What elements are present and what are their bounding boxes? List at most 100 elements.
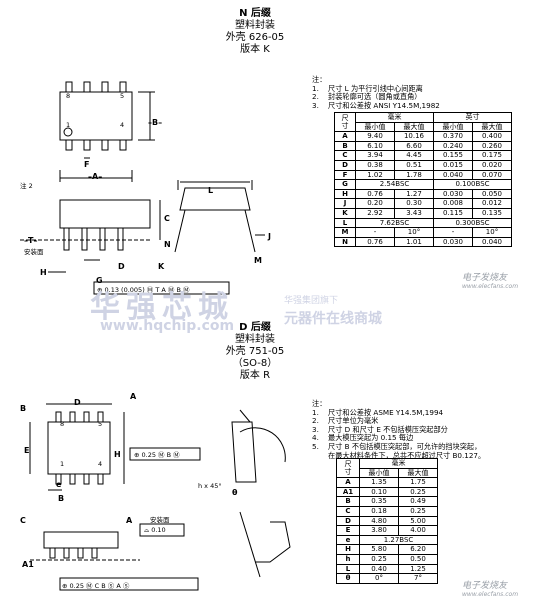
d-d-label: D	[74, 398, 81, 407]
table-cell: 0.51	[394, 159, 434, 171]
b-datum-label: –B–	[148, 118, 163, 127]
table-cell: 0.20	[355, 198, 395, 209]
c-dim-label: C	[164, 214, 170, 223]
table-cell: A1	[336, 486, 360, 498]
table-cell: 0.100BSC	[433, 179, 512, 190]
mount-plane-n: 安装面	[24, 248, 44, 256]
table-cell: 3.80	[359, 525, 399, 536]
table-cell: 0.260	[472, 140, 512, 152]
note-n-3: 3.尺寸和公差按 ANSI Y14.5M,1982	[312, 100, 440, 110]
table-cell: 0.18	[359, 505, 399, 517]
table-cell: 0.020	[472, 159, 512, 171]
table-n-dim-header: 尺 寸	[334, 111, 356, 133]
table-cell: -	[355, 227, 395, 238]
table-d-mm-header: 毫米	[359, 458, 438, 469]
d-c-label: C	[20, 516, 26, 525]
table-cell: 1.75	[398, 477, 438, 488]
table-cell: L	[334, 217, 356, 229]
table-cell: 7.62BSC	[355, 217, 434, 229]
table-cell: B	[334, 140, 356, 152]
note-d-3: 3.尺寸 D 和尺寸 E 不包括模压突起部分	[312, 424, 448, 434]
dip-top-body	[59, 91, 133, 141]
d-tol3: ⊕ 0.25 Ⓜ C B Ⓢ A Ⓢ	[62, 582, 130, 590]
table-cell: 9.40	[355, 131, 395, 142]
table-cell: 0.115	[433, 207, 473, 219]
table-cell: D	[336, 515, 360, 527]
table-cell: 5.80	[359, 544, 399, 555]
table-cell: 10.16	[394, 131, 434, 142]
table-cell: 0.76	[355, 188, 395, 200]
table-cell: 0.25	[398, 505, 438, 517]
table-cell: h	[336, 553, 360, 565]
table-cell: 0.370	[433, 131, 473, 142]
table-cell: 1.01	[394, 236, 434, 248]
section-d-case: 外壳 751-05	[225, 346, 285, 357]
table-cell: M	[334, 227, 356, 238]
d-pin4-label: 4	[98, 460, 103, 468]
table-n-max-mm: 最大值	[394, 121, 434, 133]
table-cell: 0.135	[472, 207, 512, 219]
table-cell: 0.49	[398, 496, 438, 507]
table-cell: 6.10	[355, 140, 395, 152]
watermark-elecfans-1: 电子发烧友 www.elecfans.com	[462, 273, 519, 290]
notes-d: 注： 1.尺寸和公差按 ASME Y14.5M,1994 2.尺寸单位为毫米 3…	[312, 399, 534, 460]
d-tol1: ⊕ 0.25 Ⓜ B Ⓜ	[134, 451, 180, 459]
section-n-suffix: N 后缀	[239, 8, 271, 19]
table-cell: 0.030	[433, 188, 473, 200]
note2-label: 注 2	[20, 182, 33, 190]
table-cell: J	[334, 198, 356, 209]
tolerance-frame-n: ⊕ 0.13 (0.005) Ⓜ T A Ⓜ B Ⓜ	[97, 286, 190, 294]
table-cell: 0.76	[355, 236, 395, 248]
pin1-dot	[63, 127, 73, 137]
table-cell: 10°	[472, 227, 512, 238]
dip8-drawing	[20, 81, 265, 295]
table-cell: 0.050	[472, 188, 512, 200]
table-cell: 0.070	[472, 169, 512, 181]
table-cell: G	[334, 179, 356, 190]
table-cell: 0°	[359, 573, 399, 584]
table-cell: 4.00	[398, 525, 438, 536]
table-cell: 0.25	[359, 553, 399, 565]
d-theta-label: θ	[232, 488, 238, 497]
note-d-5b: 在最大材料条件下，总共不应超过尺寸 B0.127。	[328, 450, 486, 460]
table-cell: 6.60	[394, 140, 434, 152]
so8-top-body	[47, 421, 111, 475]
k-dim-label: K	[158, 262, 165, 271]
a-datum-label: –A–	[88, 172, 103, 181]
table-cell: 0.008	[433, 198, 473, 209]
n-dim-label: N	[164, 240, 171, 249]
table-cell: 1.78	[394, 169, 434, 181]
section-n-case: 外壳 626-05	[225, 32, 285, 43]
table-row: M-10°-10°	[334, 227, 512, 238]
table-cell: 10°	[394, 227, 434, 238]
table-cell: 4.80	[359, 515, 399, 527]
table-cell: 0.040	[472, 236, 512, 248]
pin1-label: 1	[66, 121, 71, 129]
section-n-revision: 版本 K	[240, 44, 270, 55]
table-cell: 3.94	[355, 150, 395, 161]
section-d-so8: （SO-8）	[232, 358, 278, 369]
table-cell: -	[433, 227, 473, 238]
table-cell: 0.40	[359, 563, 399, 575]
table-cell: 2.54BSC	[355, 179, 434, 190]
table-cell: H	[336, 544, 360, 555]
table-d-dim-header: 尺 寸	[336, 457, 360, 479]
table-cell: 0.400	[472, 131, 512, 142]
notes-n-heading: 注：	[312, 75, 327, 84]
table-cell: H	[334, 188, 356, 200]
table-n-mm-header: 毫米	[355, 112, 434, 123]
section-d-revision: 版本 R	[239, 370, 271, 381]
